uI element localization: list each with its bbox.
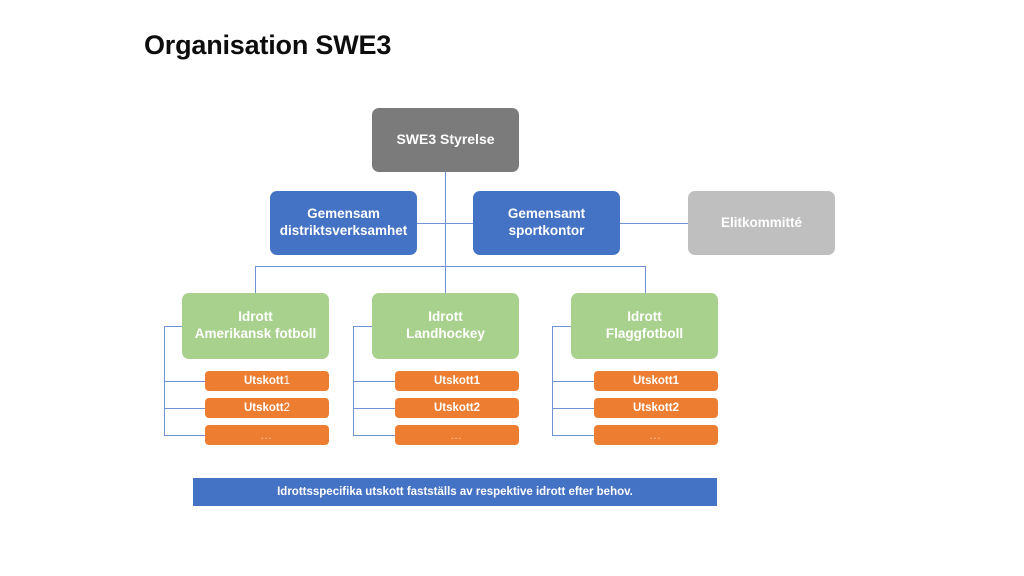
page-title: Organisation SWE3 — [144, 30, 392, 60]
node-label-number: 2 — [283, 401, 291, 414]
node-label-number: 1 — [473, 374, 481, 387]
node-label-line2: sportkontor — [508, 223, 585, 238]
footer-note-banner: Idrottsspecifika utskott fastställs av r… — [193, 478, 717, 506]
node-utskott-col2-2[interactable]: Utskott 2 — [395, 398, 519, 418]
node-label: … — [649, 427, 663, 442]
node-label-number: 1 — [672, 374, 680, 387]
node-label: Utskott — [243, 374, 284, 387]
node-swe3-styrelse[interactable]: SWE3 Styrelse — [372, 108, 519, 172]
connector-bracket-stub-1-2 — [164, 408, 205, 409]
node-label: Utskott — [632, 401, 673, 414]
connector-root-spine — [445, 172, 446, 267]
node-label-line2: distriktsverksamhet — [279, 223, 408, 238]
connector-bracket-stub-2-3 — [353, 435, 395, 436]
footer-note-text: Idrottsspecifika utskott fastställs av r… — [277, 486, 633, 498]
connector-bracket-spine-3 — [552, 326, 553, 435]
node-label-line2: Amerikansk fotboll — [194, 326, 317, 341]
node-label-line1: Gemensam — [307, 206, 380, 222]
node-idrott-amerikansk-fotboll[interactable]: Idrott Amerikansk fotboll — [182, 293, 329, 359]
node-label-line2: Flaggfotboll — [605, 326, 684, 341]
node-label-line1: Gemensamt — [507, 206, 586, 222]
connector-bracket-stub-3-3 — [552, 435, 594, 436]
connector-bracket-top-1 — [164, 326, 182, 327]
connector-sports-bus — [255, 266, 646, 267]
node-utskott-col2-more[interactable]: … — [395, 425, 519, 445]
node-gemensam-distriktsverksamhet[interactable]: Gemensam distriktsverksamhet — [270, 191, 417, 255]
connector-bus-to-sport-3 — [645, 266, 646, 293]
node-utskott-col2-1[interactable]: Utskott 1 — [395, 371, 519, 391]
node-label: Utskott — [632, 374, 673, 387]
node-label: Utskott — [433, 401, 474, 414]
node-utskott-col1-2[interactable]: Utskott 2 — [205, 398, 329, 418]
node-label: Utskott — [243, 401, 284, 414]
connector-bus-to-sport-1 — [255, 266, 256, 293]
connector-bracket-stub-3-1 — [552, 381, 594, 382]
node-utskott-col3-2[interactable]: Utskott 2 — [594, 398, 718, 418]
connector-bracket-spine-2 — [353, 326, 354, 435]
connector-bracket-stub-3-2 — [552, 408, 594, 409]
connector-bus-to-sport-2 — [445, 266, 446, 293]
connector-bracket-stub-2-2 — [353, 408, 395, 409]
node-label: … — [450, 427, 464, 442]
connector-bracket-stub-2-1 — [353, 381, 395, 382]
node-label-number: 2 — [473, 401, 481, 414]
node-label: Utskott — [433, 374, 474, 387]
node-elitkommitte[interactable]: Elitkommitté — [688, 191, 835, 255]
connector-bracket-stub-1-1 — [164, 381, 205, 382]
node-label: … — [260, 427, 274, 442]
node-label-line1: Idrott — [238, 309, 273, 325]
connector-districts-to-spine — [417, 223, 446, 224]
node-label-number: 2 — [672, 401, 680, 414]
connector-spine-to-sportoffice — [445, 223, 474, 224]
connector-bracket-top-3 — [552, 326, 571, 327]
node-label-line2: Landhockey — [406, 326, 485, 341]
node-utskott-col3-more[interactable]: … — [594, 425, 718, 445]
node-idrott-flaggfotboll[interactable]: Idrott Flaggfotboll — [571, 293, 718, 359]
connector-bracket-top-2 — [353, 326, 372, 327]
node-label: Elitkommitté — [720, 214, 802, 230]
node-label-line1: Idrott — [428, 309, 463, 325]
node-label-line1: Idrott — [627, 309, 662, 325]
node-label: SWE3 Styrelse — [396, 131, 495, 148]
node-gemensamt-sportkontor[interactable]: Gemensamt sportkontor — [473, 191, 620, 255]
node-utskott-col1-1[interactable]: Utskott 1 — [205, 371, 329, 391]
node-utskott-col3-1[interactable]: Utskott 1 — [594, 371, 718, 391]
node-utskott-col1-more[interactable]: … — [205, 425, 329, 445]
connector-sportoffice-to-elite — [620, 223, 688, 224]
connector-bracket-spine-1 — [164, 326, 165, 435]
node-label-number: 1 — [283, 374, 291, 387]
connector-bracket-stub-1-3 — [164, 435, 205, 436]
node-idrott-landhockey[interactable]: Idrott Landhockey — [372, 293, 519, 359]
